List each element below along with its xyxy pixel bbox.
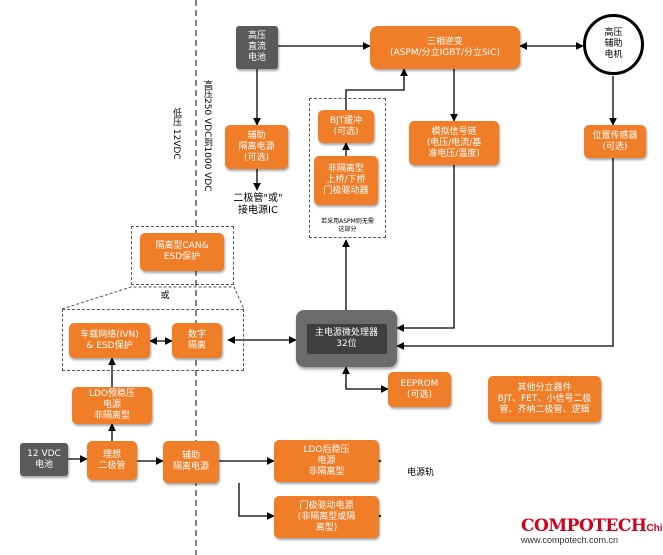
diode-or-ic-label: 二极管"或" 接电源IC <box>233 193 283 216</box>
compotech-logo: COMPOTECHChina www.compotech.com.cn <box>521 516 663 552</box>
three-phase-inverter: 三相逆变 (ASPM/分立IGBT/分立SiC) <box>370 26 520 69</box>
digital-isolation: 数字 隔离 <box>172 323 222 358</box>
battery-12v: 12 VDC 电池 <box>20 443 68 476</box>
high-voltage-label: 高压250 VDC到1000 VDC <box>202 80 212 192</box>
hv-dc-battery: 高压 直流 电池 <box>236 26 278 69</box>
other-discretes: 其他分立器件 BJT、FET、小信号二极 管、齐纳二极管、逻辑 <box>488 376 601 422</box>
hv-aux-motor: 高压 辅助 电机 <box>583 14 644 75</box>
ldo-post-regulator: LDO后稳压 电源 非隔离型 <box>274 440 379 482</box>
or-label: 或 <box>160 291 170 301</box>
aux-iso-psu-hv: 辅助 隔离电源 (可选) <box>225 125 288 169</box>
logo-brand-suffix: China <box>646 523 663 534</box>
ivn-isolation-group <box>62 309 244 371</box>
aux-iso-psu-lv: 辅助 隔离电源 <box>163 441 219 483</box>
bjt-buffer: BJT缓冲 (可选) <box>318 110 374 143</box>
logo-brand: COMPOTECH <box>521 516 647 536</box>
low-voltage-label: 低压 12VDC <box>171 108 181 160</box>
eeprom: EEPROM (可选) <box>388 372 451 407</box>
position-sensor: 位置传感器 (可选) <box>584 125 646 158</box>
non-iso-gate-driver: 非隔离型 上桥/下桥 门极驱动器 <box>314 156 378 205</box>
power-rail-label: 电源轨 <box>406 468 434 478</box>
gate-driver-group <box>309 98 386 238</box>
logo-url: www.compotech.com.cn <box>521 535 619 545</box>
iso-can-group <box>131 226 234 285</box>
aspm-note: 若采用ASPM则无需 这部分 <box>321 218 374 233</box>
gate-driver-psu: 门极驱动电源 (非隔离型或隔 离型) <box>274 496 379 538</box>
analog-signal-chain: 模拟信号链 (电压/电流/基 准电压/温度) <box>409 121 499 165</box>
ldo-pre-regulator: LDO预稳压 电源 非隔离型 <box>72 387 152 424</box>
ivn-esd: 车载网络(IVN) & ESD保护 <box>69 323 150 358</box>
iso-can-esd: 隔离型CAN& ESD保护 <box>140 233 224 271</box>
main-mcu: 主电源微处理器 32位 <box>296 310 397 367</box>
ideal-diode: 理想 二极管 <box>87 441 137 480</box>
